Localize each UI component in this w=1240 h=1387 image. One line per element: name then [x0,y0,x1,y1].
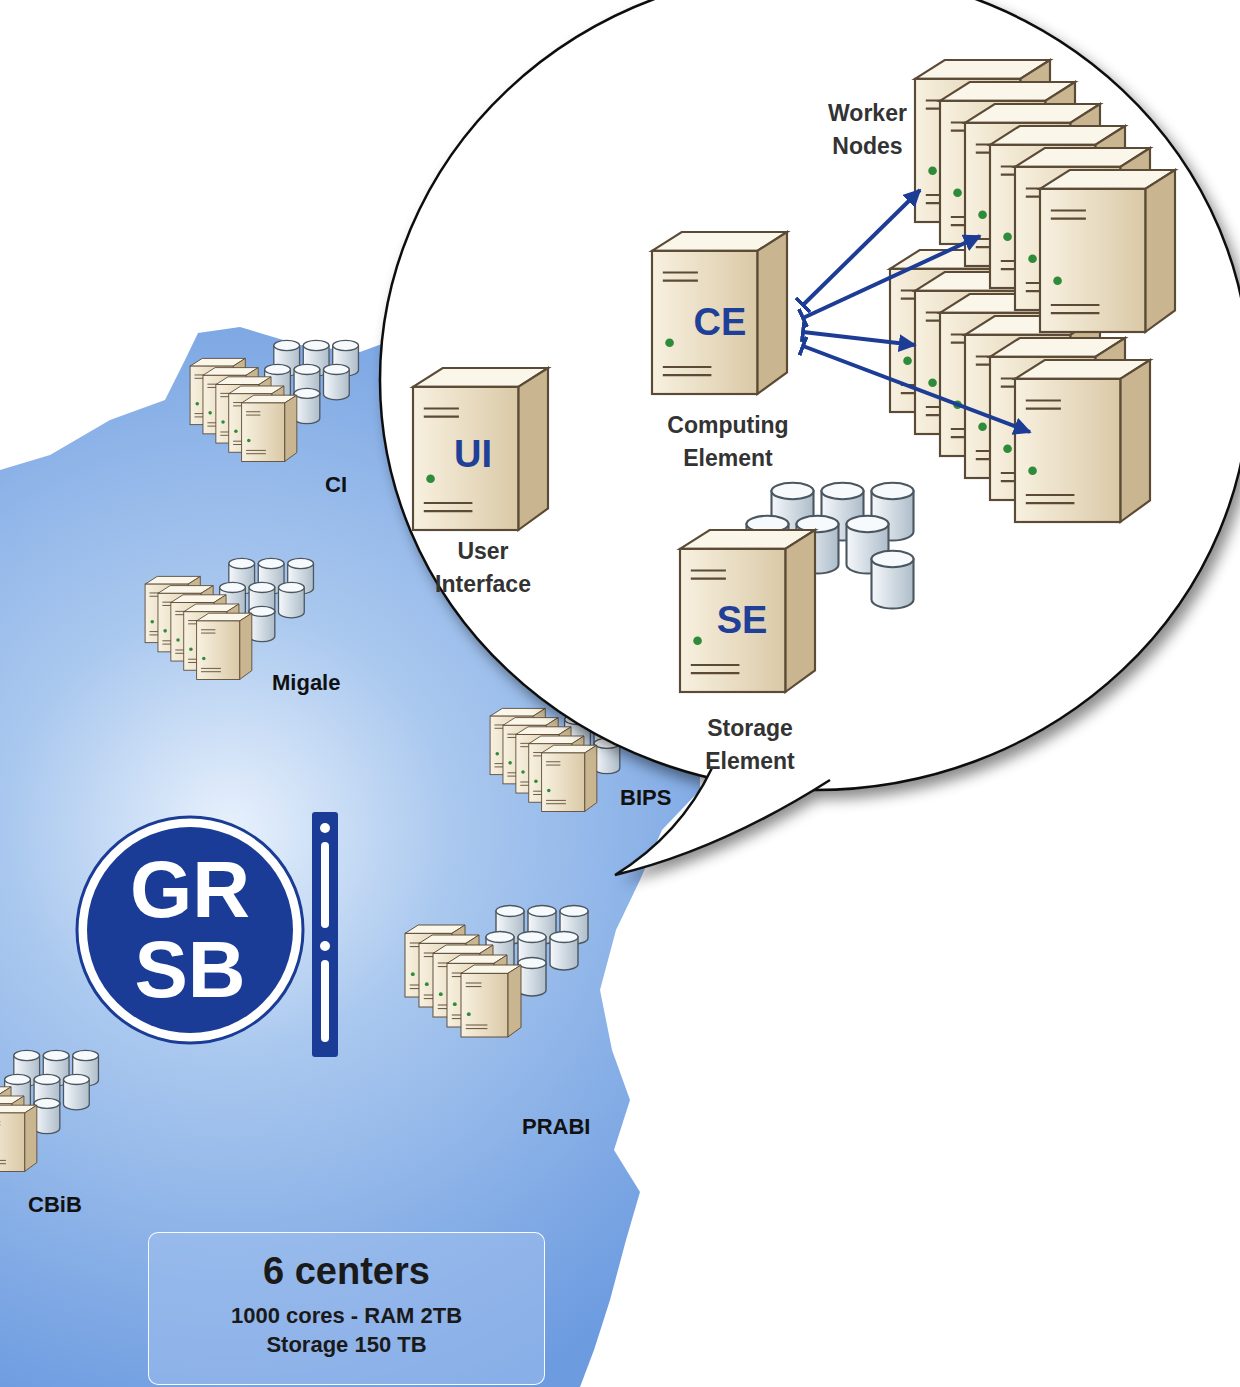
worker-server [1040,170,1175,332]
node-title: CE [645,300,795,344]
server-cluster [190,340,358,461]
server-cluster [405,906,588,1038]
summary-box: 6 centers 1000 cores - RAM 2TBStorage 150… [148,1232,545,1385]
server-node: SEStorage Element [675,598,825,778]
server-cluster [145,558,313,679]
logo-circle: GRSB [75,815,305,1045]
node-text: 1000 cores - RAM 2TB [149,1301,544,1330]
arrow-connector [803,332,915,345]
logo-bar [312,812,338,1057]
node-text: SB [75,930,305,1010]
site-label: Migale [272,670,340,696]
node-title: Worker Nodes [820,97,915,163]
arrow-connector [803,190,920,305]
worker-group: Worker Nodes [820,55,1185,525]
site-label: BIPS [620,785,671,811]
node-title: 6 centers [149,1249,544,1293]
node-text: Storage 150 TB [149,1330,544,1359]
server-node: UIUser Interface [413,432,553,601]
arrow-connector [803,346,1030,432]
site-label: CI [325,472,347,498]
node-title: SE [667,598,817,642]
server-node: CEComputing Element [653,300,803,475]
callout-bubble [380,0,1240,875]
node-title: GR [75,850,305,930]
server-cluster [0,1050,98,1171]
node-title: UI [403,432,543,476]
site-label: PRABI [522,1114,590,1140]
node-text: User Interface [413,535,553,601]
worker-server [1015,360,1150,522]
worker-stacks [890,60,1175,522]
site-label: CBiB [28,1192,82,1218]
node-text: Computing Element [653,409,803,475]
node-text: Storage Element [675,712,825,778]
arrow-connector [803,236,980,318]
